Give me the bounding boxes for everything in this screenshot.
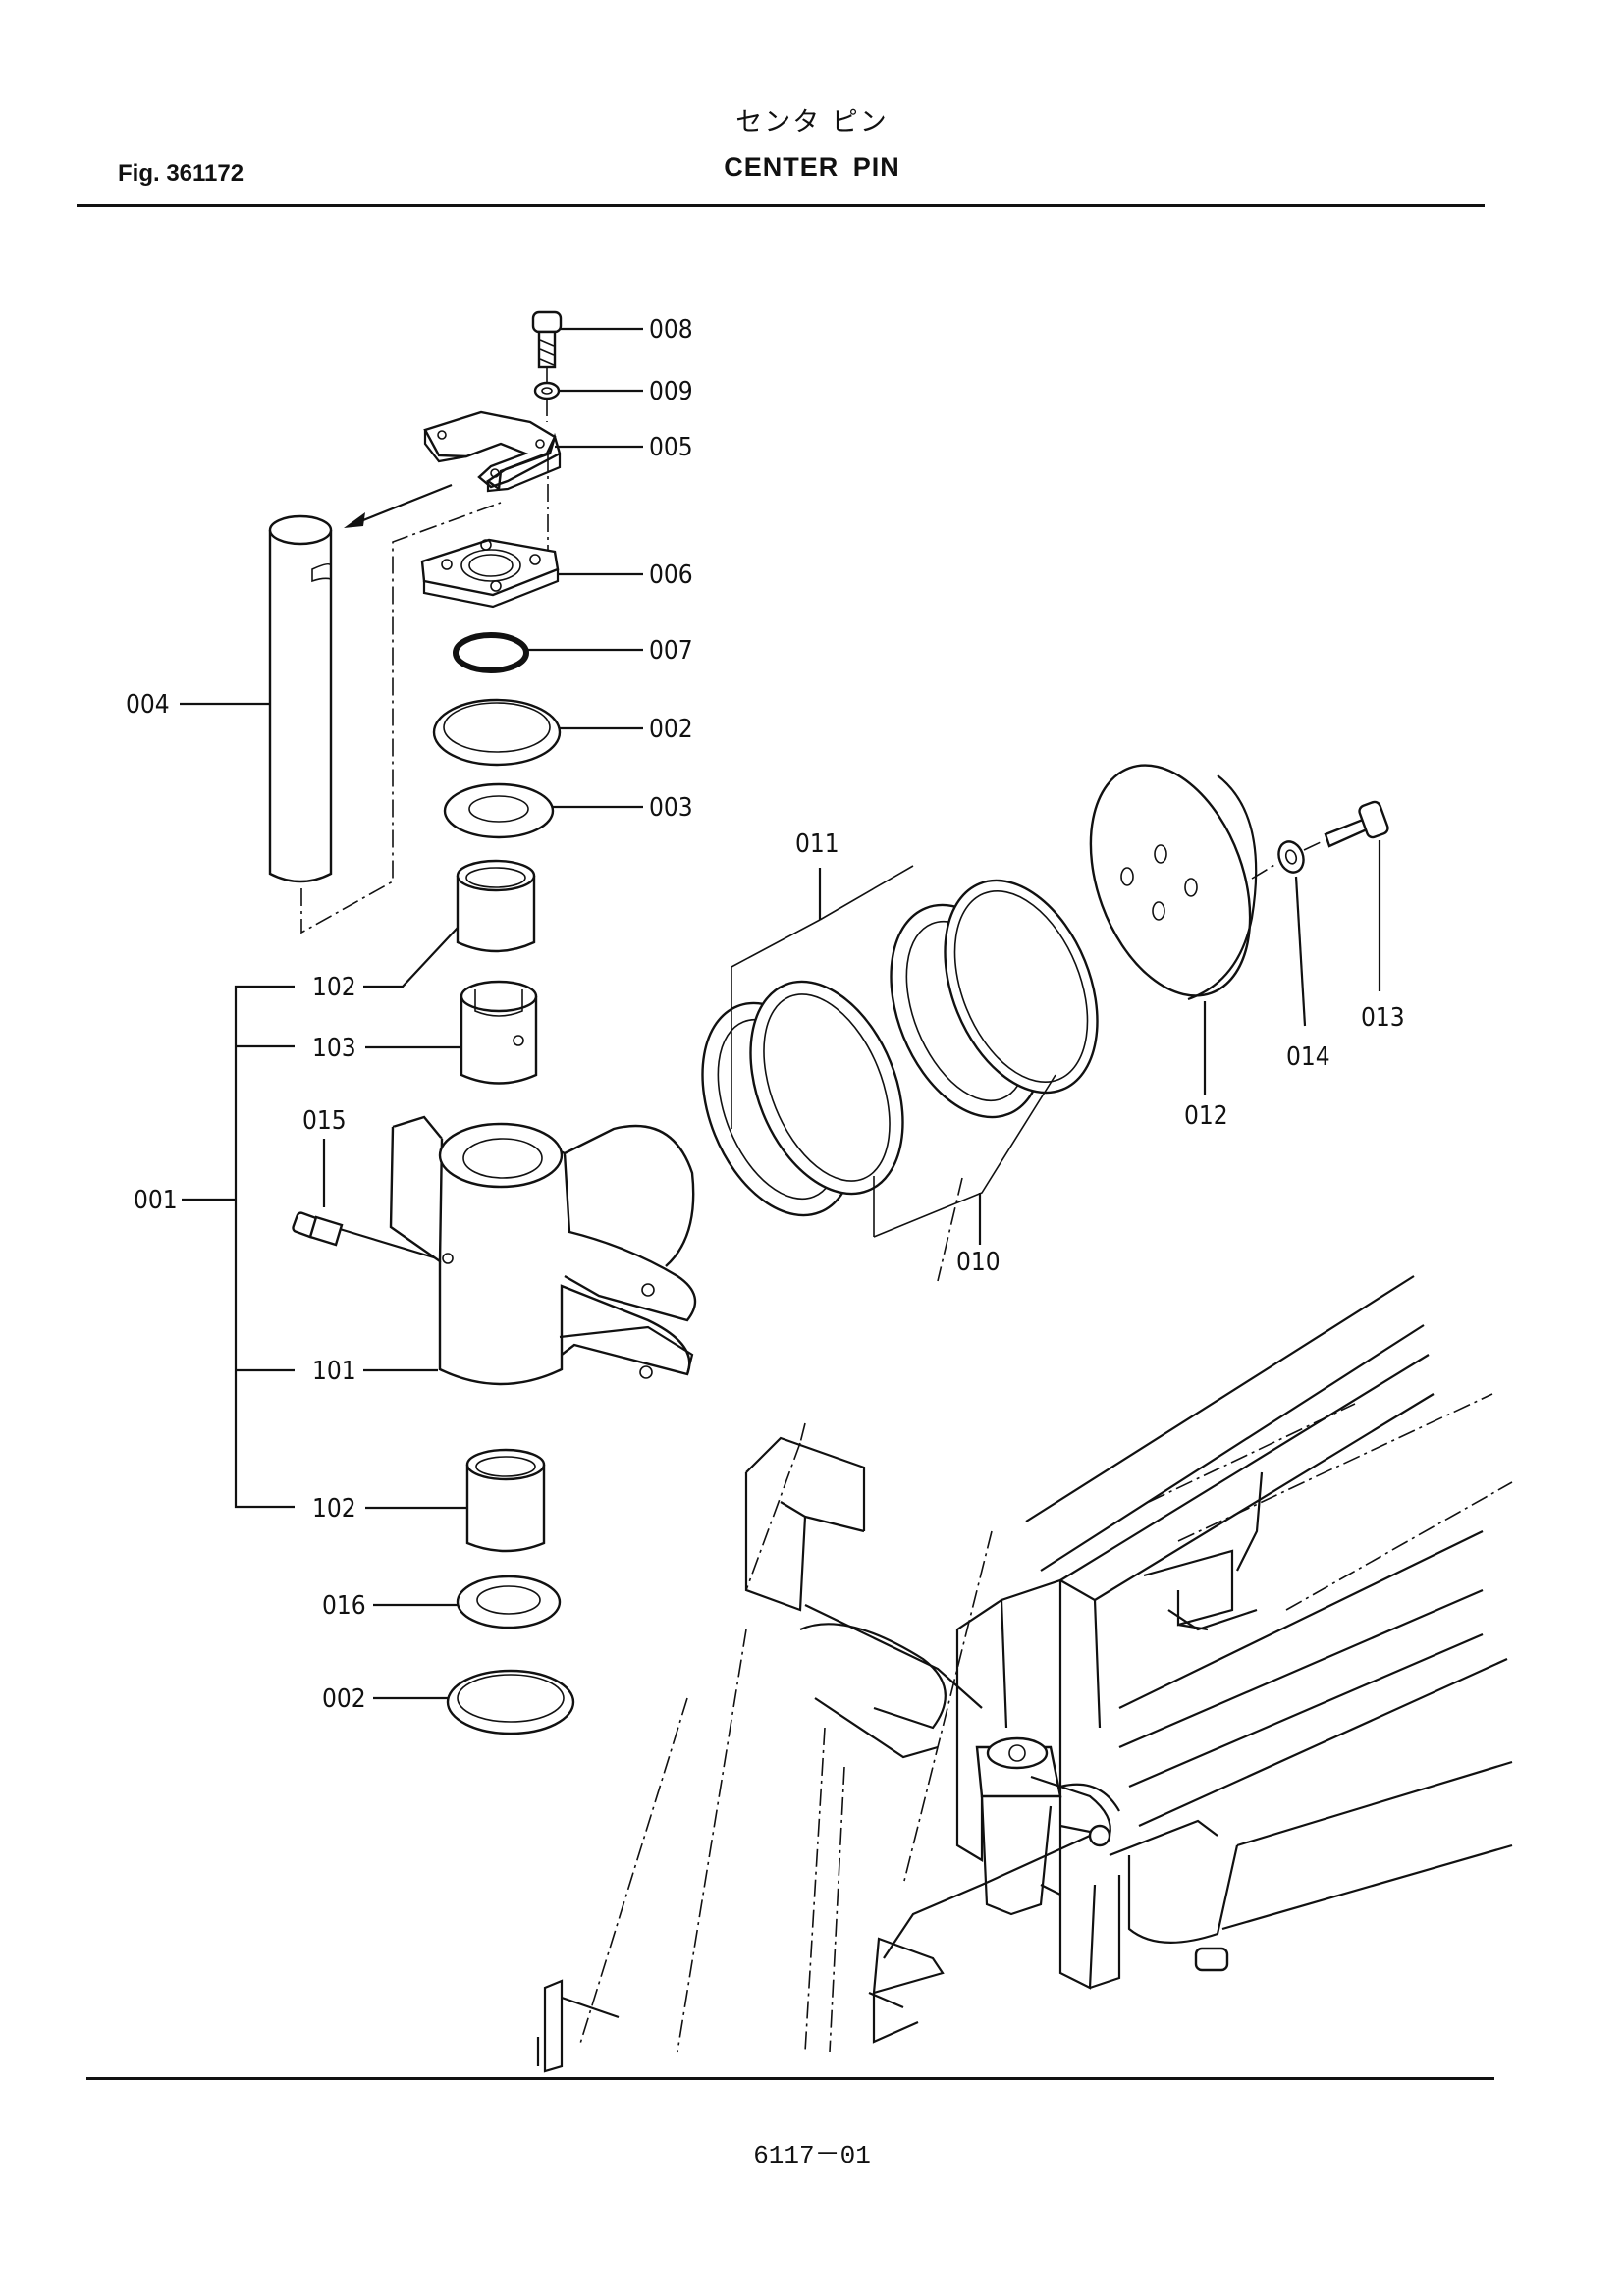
label-002-bottom: 002 [322,1684,366,1714]
label-011: 011 [795,829,839,859]
label-003: 003 [649,793,693,823]
assembly-bracket-001 [182,985,295,1509]
ring-002-bottom [446,1669,575,1735]
label-102-bottom: 102 [312,1494,356,1523]
label-012: 012 [1184,1101,1228,1131]
footer-divider [86,2077,1494,2080]
part-labels: 008 009 005 006 007 002 003 004 011 102 … [126,315,1405,1714]
pin-004 [268,514,333,883]
oring-007 [453,632,529,673]
label-102-top: 102 [312,973,356,1002]
bolt-013 [1324,800,1389,848]
center-pin-body-101 [389,1115,697,1386]
bolt-008 [531,310,563,369]
page-code: 6117－01 [753,2141,871,2170]
collar-103 [460,980,538,1085]
frame-centerlines [578,1177,1513,2053]
seal-010 [890,879,1099,1119]
bushing-102-top [456,859,536,953]
label-006: 006 [649,561,693,590]
label-008: 008 [649,315,693,345]
grease-nipple-015 [292,1211,438,1260]
label-013: 013 [1361,1003,1405,1033]
header-divider [77,204,1485,207]
page-title: CENTER PIN [724,152,900,182]
label-010: 010 [956,1248,1001,1277]
washer-016 [456,1575,562,1629]
figure-number: Fig. 361172 [118,160,244,187]
washer-009 [533,381,561,400]
label-016: 016 [322,1591,366,1621]
washer-003 [443,782,555,839]
leader-lines [180,327,1381,1700]
label-004: 004 [126,690,170,720]
flange-006 [420,538,560,609]
seal-011 [701,980,904,1217]
ring-002-top [432,698,562,767]
washer-014 [1277,840,1305,874]
label-005: 005 [649,433,693,462]
label-007: 007 [649,636,693,666]
label-009: 009 [649,377,693,406]
frame-assembly [536,1275,1513,2073]
label-001: 001 [134,1186,178,1215]
label-103: 103 [312,1034,356,1063]
assembly-arrow [344,483,453,528]
label-101: 101 [312,1357,356,1386]
label-015: 015 [302,1106,347,1136]
title-japanese: センタ ピン [735,107,889,137]
cover-plate-012 [1089,764,1258,1001]
label-002-top: 002 [649,715,693,744]
plate-005 [423,410,562,493]
label-014: 014 [1286,1042,1330,1072]
bushing-102-bottom [465,1448,546,1553]
